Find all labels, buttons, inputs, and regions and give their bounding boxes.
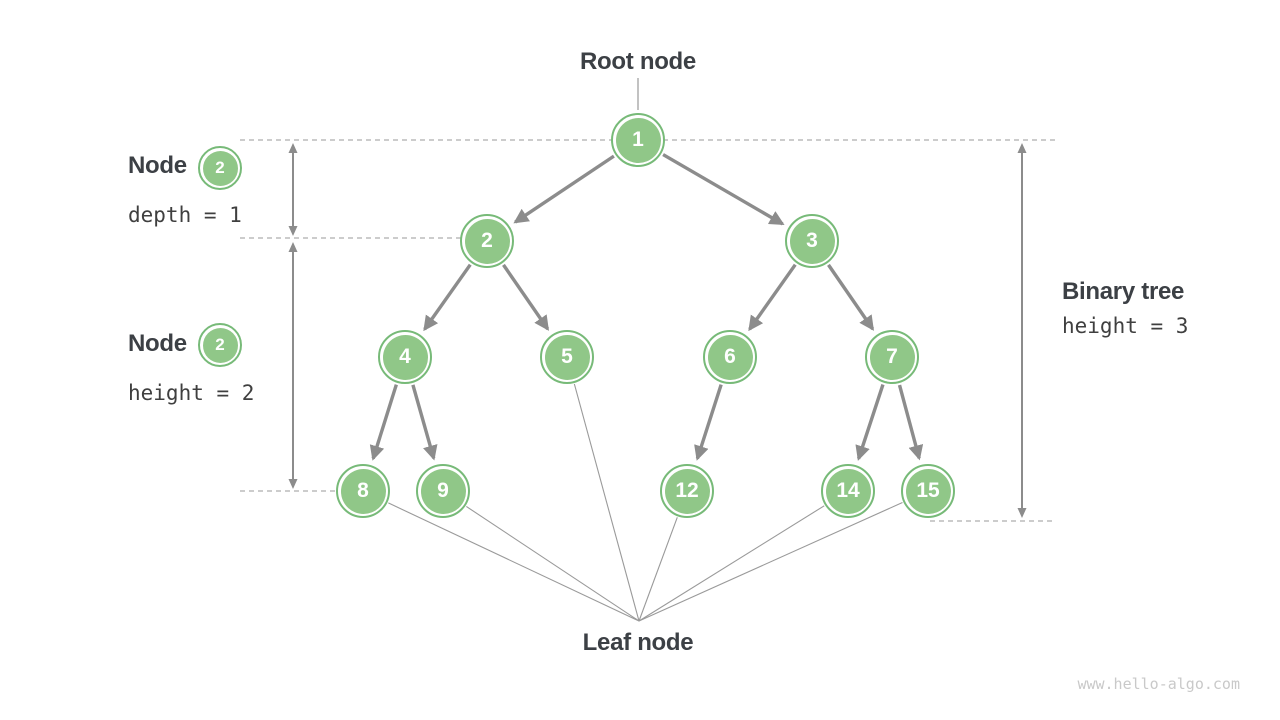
measure-arrowhead-down-2 [1017,508,1027,518]
tree-edge-2-5 [502,263,550,331]
tree-edge-7-14 [855,384,885,461]
measure-arrowhead-up-2 [1017,143,1027,153]
tree-edge-3-7 [827,263,875,331]
binary-tree-caption: Binary tree [1062,278,1185,305]
tree-edge-1-3 [662,153,785,226]
tree-edge-4-9 [411,384,438,461]
tree-edge-3-6 [748,263,797,332]
node-height-badge: 2 [198,323,242,367]
root-node-label: Root node [580,48,696,75]
tree-edge-2-4 [423,263,472,332]
watermark: www.hello-algo.com [1077,675,1240,693]
node-depth-caption: Node [128,152,187,179]
tree-edge-6-12 [694,384,723,461]
measure-arrowhead-down-0 [288,226,298,236]
measure-arrowhead-up-1 [288,242,298,252]
leaf-pointer-line-9 [466,506,640,622]
tree-edge-1-2 [513,154,615,224]
tree-edge-4-8 [369,384,398,461]
measure-arrowhead-down-1 [288,479,298,489]
depth-value-label: depth = 1 [128,203,242,227]
height-value-label: height = 2 [128,381,255,405]
leaf-pointer-line-15 [638,501,903,622]
tree-edge-7-15 [897,384,924,461]
node-height-badge-value: 2 [215,335,225,354]
node-depth-badge: 2 [198,146,242,190]
leaf-pointer-line-12 [638,517,678,622]
leaf-pointer-line-14 [638,505,825,622]
measure-arrowhead-up-0 [288,143,298,153]
tree-height-value-label: height = 3 [1062,314,1189,338]
node-height-caption: Node [128,330,187,357]
leaf-pointer-line-5 [573,383,640,622]
leaf-pointer-line-8 [388,502,640,622]
leaf-node-label: Leaf node [582,629,694,656]
node-depth-badge-value: 2 [215,158,225,177]
